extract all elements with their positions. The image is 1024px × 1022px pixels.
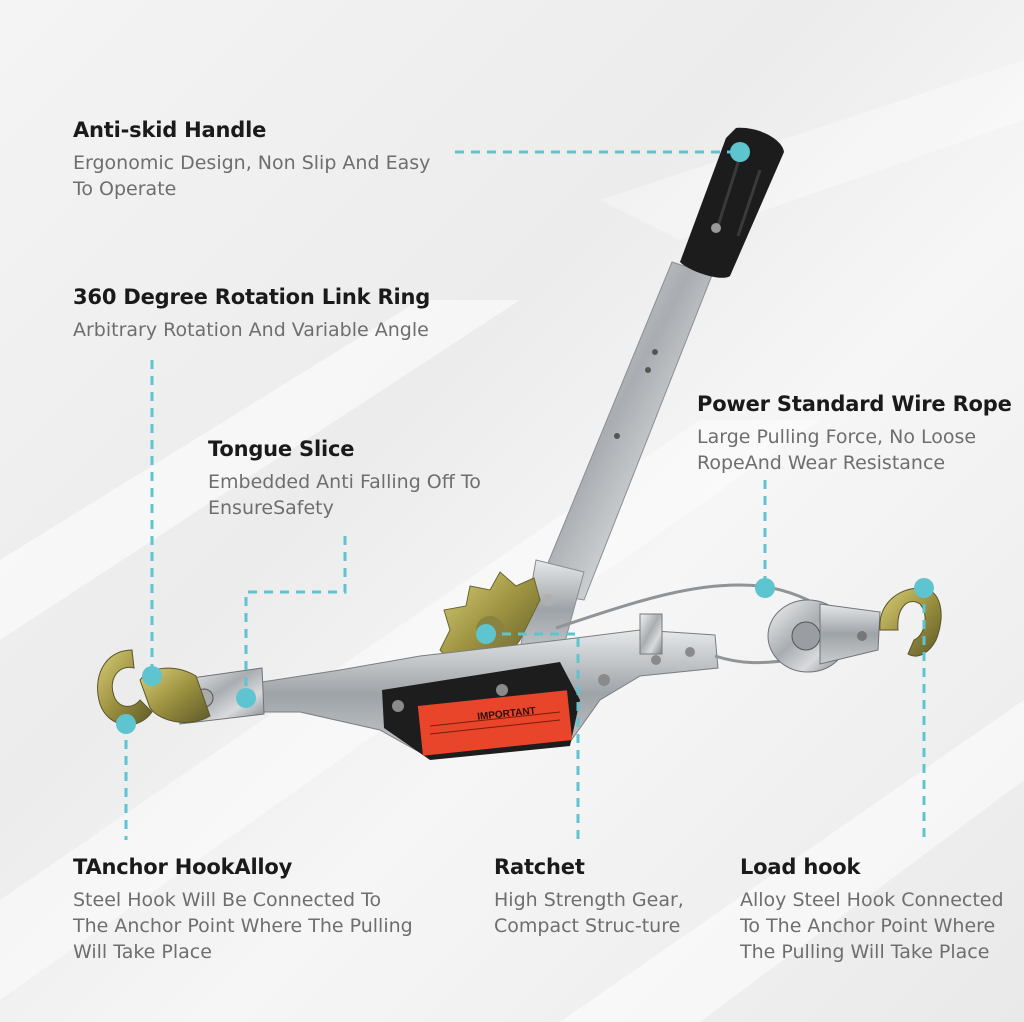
callout-title: TAnchor HookAlloy <box>73 855 293 879</box>
callout-dots <box>116 142 934 734</box>
puller-body: IMPORTANT <box>261 594 719 760</box>
callout-title: Tongue Slice <box>208 437 355 461</box>
callout-text: Alloy Steel Hook Connected To The Anchor… <box>740 889 1004 963</box>
callout-title: 360 Degree Rotation Link Ring <box>73 285 431 309</box>
callout-title: Load hook <box>740 855 861 879</box>
callout-load-hook: Load hook Alloy Steel Hook Connected To … <box>740 855 1004 965</box>
callout-tongue-slice: Tongue Slice Embedded Anti Falling Off T… <box>208 437 481 521</box>
callout-anti-skid-handle: Anti-skid Handle Ergonomic Design, Non S… <box>73 118 430 202</box>
callout-title: Ratchet <box>494 855 585 879</box>
callout-text: Large Pulling Force, No Loose RopeAnd We… <box>697 426 977 474</box>
callout-wire-rope: Power Standard Wire Rope Large Pulling F… <box>697 392 1012 476</box>
callout-title: Power Standard Wire Rope <box>697 392 1012 416</box>
callout-rotation-link-ring: 360 Degree Rotation Link Ring Arbitrary … <box>73 285 430 343</box>
callout-text: High Strength Gear, Compact Struc-ture <box>494 889 684 937</box>
callout-connectors <box>124 150 926 842</box>
callout-anchor-hook: TAnchor HookAlloy Steel Hook Will Be Con… <box>73 855 413 965</box>
callout-ratchet: Ratchet High Strength Gear, Compact Stru… <box>494 855 684 939</box>
callout-title: Anti-skid Handle <box>73 118 267 142</box>
load-hook <box>879 587 942 657</box>
anchor-hook-assembly <box>97 649 265 726</box>
callout-text: Ergonomic Design, Non Slip And Easy To O… <box>73 152 431 200</box>
callout-text: Embedded Anti Falling Off To EnsureSafet… <box>208 471 481 519</box>
pulley-block <box>767 599 881 673</box>
callout-text: Steel Hook Will Be Connected To The Anch… <box>73 889 413 963</box>
callout-text: Arbitrary Rotation And Variable Angle <box>73 319 429 341</box>
